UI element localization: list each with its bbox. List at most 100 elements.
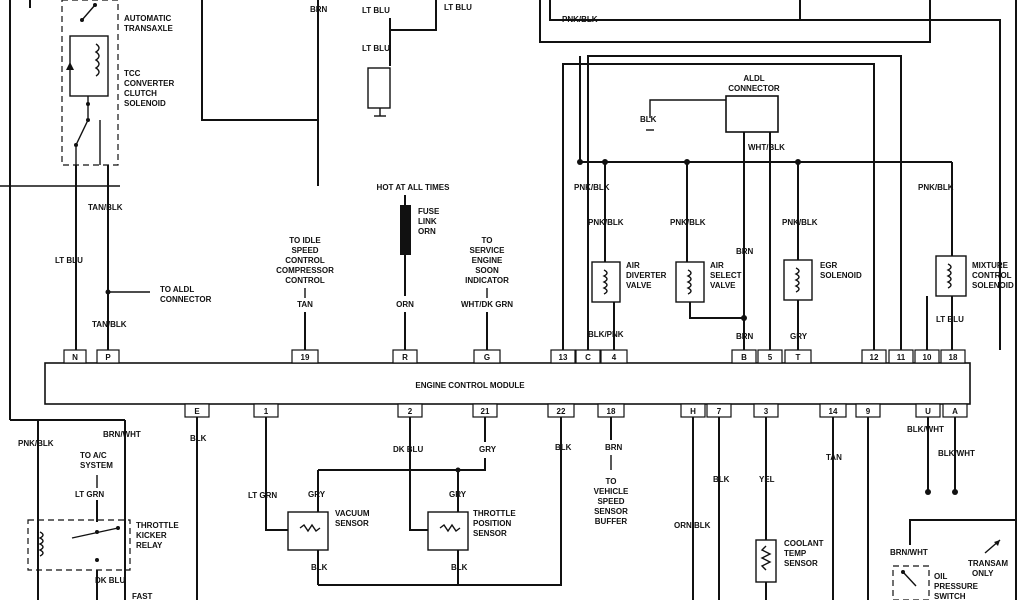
vss-label: TO bbox=[606, 477, 617, 486]
wire-label: GRY bbox=[790, 332, 808, 341]
pin-label: U bbox=[925, 407, 931, 416]
wire-label: LT BLU bbox=[444, 3, 472, 12]
wire-label: BRN/WHT bbox=[103, 430, 141, 439]
wires-14-9: TAN bbox=[826, 417, 869, 600]
wire-label: TAN bbox=[297, 300, 313, 309]
tps-label: POSITION bbox=[473, 519, 511, 528]
pin-label: R bbox=[402, 353, 408, 362]
throttle-position-sensor: DK BLU GRY GRY THROTTLE POSITION SENSOR … bbox=[318, 417, 572, 586]
egr-label: EGR bbox=[820, 261, 838, 270]
tps-label: SENSOR bbox=[473, 529, 507, 538]
pin-label: 10 bbox=[923, 353, 932, 362]
to-aldl-label: TO ALDL bbox=[160, 285, 194, 294]
coolant-label: TEMP bbox=[784, 549, 807, 558]
idle-label: CONTROL bbox=[285, 256, 325, 265]
tps-label: THROTTLE bbox=[473, 509, 516, 518]
idle-label: TO IDLE bbox=[289, 236, 321, 245]
oil-label: PRESSURE bbox=[934, 582, 979, 591]
lt-blu-top: LT BLU LT BLU LT BLU bbox=[362, 0, 472, 117]
fuse-label: ORN bbox=[418, 227, 436, 236]
wire-e: BLK bbox=[190, 417, 207, 600]
wire-label: LT BLU bbox=[936, 315, 964, 324]
idle-label: SPEED bbox=[291, 246, 318, 255]
wires-u-a: BLK/WHT BLK/WHT bbox=[907, 417, 975, 495]
fuse-link: HOT AT ALL TIMES FUSE LINK ORN ORN bbox=[377, 183, 450, 350]
coolant-temp-sensor: ORN/BLK BLK YEL COOLANT TEMP SENSOR bbox=[674, 417, 824, 600]
pnk-blk-bus: PNK/BLK PNK/BLK PNK/BLK bbox=[539, 0, 1001, 350]
wire-label: BLK bbox=[190, 434, 207, 443]
vss-buffer: BRN TO VEHICLE SPEED SENSOR BUFFER bbox=[594, 417, 629, 526]
mixture-label: MIXTURE bbox=[972, 261, 1009, 270]
wire-label: WHT/DK GRN bbox=[461, 300, 513, 309]
pin-label: P bbox=[105, 353, 111, 362]
pin-label: 13 bbox=[559, 353, 568, 362]
wire-label: TAN bbox=[826, 453, 842, 462]
wire-label: BLK bbox=[555, 443, 572, 452]
wire-label: GRY bbox=[449, 490, 467, 499]
pin-label: A bbox=[952, 407, 958, 416]
auto-transaxle-label: AUTOMATIC bbox=[124, 14, 171, 23]
wire-label: BLK bbox=[311, 563, 328, 572]
tcc-label: CONVERTER bbox=[124, 79, 174, 88]
vacuum-label: VACUUM bbox=[335, 509, 370, 518]
to-ac-label: TO A/C bbox=[80, 451, 107, 460]
vacuum-label: SENSOR bbox=[335, 519, 369, 528]
idle-speed-control: TO IDLE SPEED CONTROL COMPRESSOR CONTROL… bbox=[276, 236, 334, 350]
mixture-control-solenoid: MIXTURE CONTROL SOLENOID LT BLU bbox=[926, 162, 1014, 350]
wire-label: ORN/BLK bbox=[674, 521, 711, 530]
wire-label: YEL bbox=[759, 475, 775, 484]
pin-label: H bbox=[690, 407, 696, 416]
pin-label: 19 bbox=[301, 353, 310, 362]
outer-wires bbox=[9, 0, 1017, 600]
pin-label: 7 bbox=[717, 407, 722, 416]
pin-label: 2 bbox=[408, 407, 413, 416]
pin-label: 18 bbox=[607, 407, 616, 416]
wire-label: PNK/BLK bbox=[562, 15, 598, 24]
wire-label: BLK bbox=[713, 475, 730, 484]
wire-label: PNK/BLK bbox=[918, 183, 954, 192]
oil-label: OIL bbox=[934, 572, 947, 581]
pin-label: B bbox=[741, 353, 747, 362]
wire-label: ORN bbox=[396, 300, 414, 309]
wire-label: PNK/BLK bbox=[670, 218, 706, 227]
vss-label: SPEED bbox=[597, 497, 624, 506]
kicker-label: KICKER bbox=[136, 531, 167, 540]
pin-label: 3 bbox=[764, 407, 769, 416]
aldl-label: CONNECTOR bbox=[728, 84, 780, 93]
wire-label: BLK/PNK bbox=[588, 330, 624, 339]
coolant-label: SENSOR bbox=[784, 559, 818, 568]
wires-n-p: TAN/BLK LT BLU TO ALDL CONNECTOR TAN/BLK bbox=[55, 165, 212, 350]
air-sel-label: AIR bbox=[710, 261, 724, 270]
pin-label: 9 bbox=[866, 407, 871, 416]
service-label: SOON bbox=[475, 266, 499, 275]
fuse-label: FUSE bbox=[418, 207, 440, 216]
oil-label: SWITCH bbox=[934, 592, 966, 600]
wire-label: TAN/BLK bbox=[88, 203, 123, 212]
pin-label: G bbox=[484, 353, 490, 362]
ecm-bottom-pins: E 1 2 21 22 18 H 7 3 14 9 U A bbox=[184, 403, 968, 418]
oil-pressure-switch: BRN/WHT OIL PRESSURE SWITCH TRANSAM ONLY bbox=[890, 519, 1016, 600]
aldl-connector: ALDL CONNECTOR BLK WHT/BLK bbox=[640, 74, 785, 350]
pin-label: N bbox=[72, 353, 78, 362]
vss-label: SENSOR bbox=[594, 507, 628, 516]
pin-label: 14 bbox=[829, 407, 838, 416]
throttle-kicker-relay: PNK/BLK BRN/WHT TO A/C SYSTEM LT GRN THR… bbox=[18, 420, 179, 600]
coolant-label: COOLANT bbox=[784, 539, 824, 548]
wire-label: LT BLU bbox=[362, 44, 390, 53]
wire-label: BLK/WHT bbox=[907, 425, 944, 434]
kicker-label: THROTTLE bbox=[136, 521, 179, 530]
tcc-solenoid-group: AUTOMATIC TRANSAXLE TCC CONVERTER CLUTCH… bbox=[0, 0, 174, 187]
pin-label: 11 bbox=[897, 353, 906, 362]
engine-control-module: ENGINE CONTROL MODULE bbox=[44, 362, 971, 405]
wire-label: BLK bbox=[451, 563, 468, 572]
wire-label: BLK bbox=[640, 115, 657, 124]
service-label: INDICATOR bbox=[465, 276, 509, 285]
pin-label: E bbox=[194, 407, 200, 416]
wire-label: BRN bbox=[736, 332, 754, 341]
wire-label: BRN bbox=[736, 247, 754, 256]
egr-solenoid: PNK/BLK EGR SOLENOID GRY bbox=[782, 162, 862, 350]
auto-transaxle-label: TRANSAXLE bbox=[124, 24, 174, 33]
pin-label: 22 bbox=[557, 407, 566, 416]
vss-label: BUFFER bbox=[595, 517, 628, 526]
pin-label: 1 bbox=[264, 407, 269, 416]
